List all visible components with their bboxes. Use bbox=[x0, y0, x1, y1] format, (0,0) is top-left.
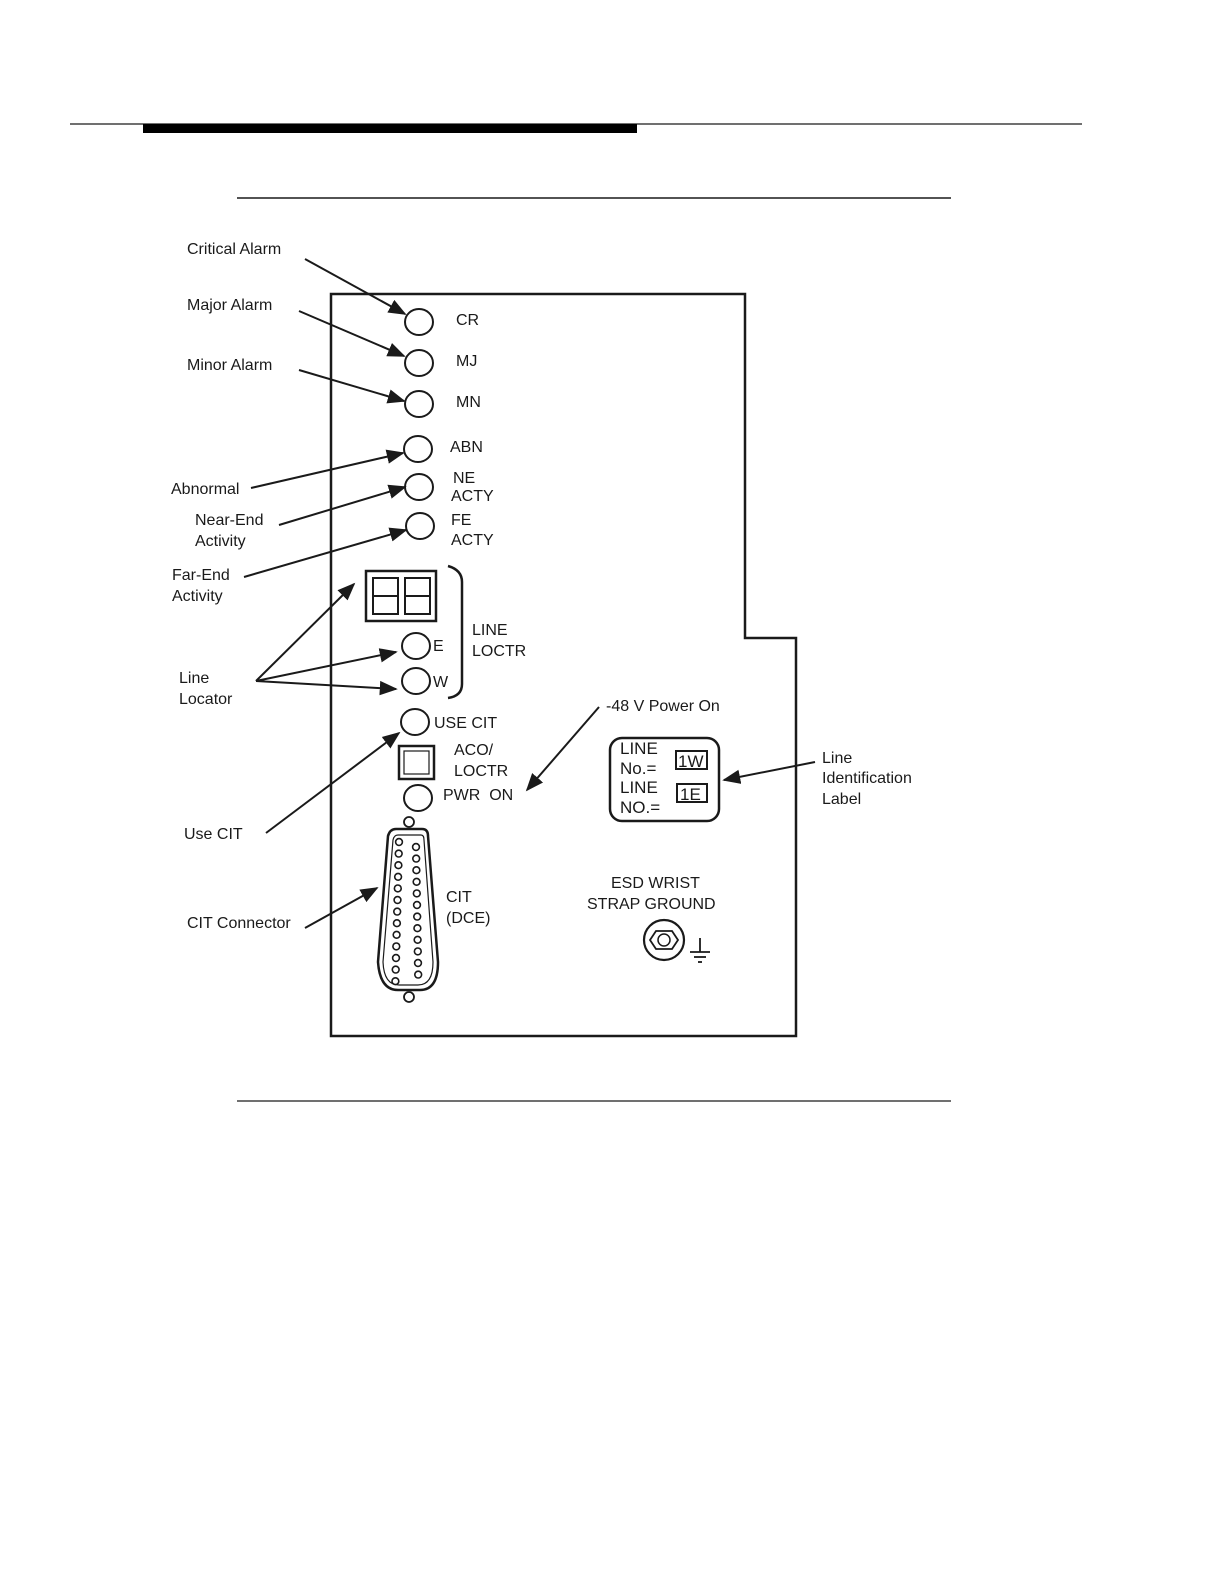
header-rule-thick bbox=[143, 124, 637, 133]
pwr-on-led-icon bbox=[404, 785, 432, 811]
fe-text-line1: FE bbox=[451, 512, 471, 529]
far-end-label-line1: Far-End bbox=[172, 567, 230, 584]
minor-alarm-label: Minor Alarm bbox=[187, 357, 272, 374]
w-text: W bbox=[433, 674, 449, 691]
line-id-arrow bbox=[724, 762, 815, 780]
line-loctr-text-line2: LOCTR bbox=[472, 643, 526, 660]
line-id-label-line3: Label bbox=[822, 791, 861, 808]
near-end-label-line2: Activity bbox=[195, 533, 246, 550]
use-cit-label: Use CIT bbox=[184, 826, 243, 843]
line-locator-arrow-e bbox=[256, 652, 396, 681]
near-end-label-line1: Near-End bbox=[195, 512, 263, 529]
critical-alarm-label: Critical Alarm bbox=[187, 241, 281, 258]
connector-pin bbox=[392, 966, 399, 973]
connector-pin bbox=[413, 890, 420, 897]
mn-text: MN bbox=[456, 394, 481, 411]
seven-segment-display-icon bbox=[366, 571, 436, 621]
cr-led-icon bbox=[405, 309, 433, 335]
use-cit-arrow bbox=[266, 733, 399, 833]
connector-pin bbox=[395, 862, 402, 869]
line-locator-arrow-display bbox=[256, 584, 354, 681]
cit-text-line1: CIT bbox=[446, 889, 472, 906]
connector-pin bbox=[414, 925, 421, 932]
use-cit-led-icon bbox=[401, 709, 429, 735]
connector-pin bbox=[413, 878, 420, 885]
line-label-line2: LINE bbox=[620, 778, 658, 797]
aco-loctr-button-icon bbox=[399, 746, 434, 779]
cit-connector-icon bbox=[378, 817, 438, 1002]
ne-acty-led-icon bbox=[405, 474, 433, 500]
abn-led-icon bbox=[404, 436, 432, 462]
abnormal-arrow bbox=[251, 453, 403, 488]
major-alarm-arrow bbox=[299, 311, 404, 356]
pwr-on-text: PWR ON bbox=[443, 787, 513, 804]
critical-alarm-arrow bbox=[305, 259, 405, 314]
mj-text: MJ bbox=[456, 353, 477, 370]
near-end-arrow bbox=[279, 487, 405, 525]
connector-pin bbox=[392, 978, 399, 985]
line-locator-arrow-w bbox=[256, 681, 396, 689]
line-id-label-line2: Identification bbox=[822, 770, 912, 787]
connector-pin bbox=[394, 920, 401, 927]
connector-pin bbox=[413, 844, 420, 851]
aco-text-line2: LOCTR bbox=[454, 763, 508, 780]
cit-text-line2: (DCE) bbox=[446, 910, 490, 927]
abn-text: ABN bbox=[450, 439, 483, 456]
esd-text-line2: STRAP GROUND bbox=[587, 896, 716, 913]
connector-pin bbox=[415, 971, 422, 978]
use-cit-text: USE CIT bbox=[434, 715, 497, 732]
connector-pin bbox=[414, 936, 421, 943]
line-label-line1: LINE bbox=[620, 739, 658, 758]
line-label-value2: 1E bbox=[680, 785, 701, 804]
connector-pin bbox=[394, 908, 401, 915]
esd-ground-jack-icon bbox=[644, 920, 684, 960]
connector-pin bbox=[395, 873, 402, 880]
cr-text: CR bbox=[456, 312, 479, 329]
mj-led-icon bbox=[405, 350, 433, 376]
ground-symbol-icon bbox=[690, 938, 710, 962]
line-locator-label-line1: Line bbox=[179, 670, 209, 687]
connector-pin bbox=[414, 913, 421, 920]
connector-pin bbox=[396, 839, 403, 846]
line-label-value1: 1W bbox=[678, 752, 704, 771]
ne-text-line2: ACTY bbox=[451, 488, 494, 505]
line-id-label-line1: Line bbox=[822, 750, 852, 767]
connector-pin bbox=[414, 902, 421, 909]
line-label-no2: NO.= bbox=[620, 798, 660, 817]
callout-arrows bbox=[244, 259, 815, 928]
connector-pin bbox=[413, 867, 420, 874]
cit-connector-arrow bbox=[305, 888, 377, 928]
connector-pin bbox=[395, 850, 402, 857]
mn-led-icon bbox=[405, 391, 433, 417]
e-text: E bbox=[433, 638, 444, 655]
line-loctr-bracket bbox=[448, 566, 462, 698]
abnormal-label: Abnormal bbox=[171, 481, 239, 498]
connector-pin bbox=[415, 960, 422, 967]
line-loctr-text-line1: LINE bbox=[472, 622, 508, 639]
fe-text-line2: ACTY bbox=[451, 532, 494, 549]
connector-pin bbox=[394, 897, 401, 904]
connector-pin bbox=[393, 955, 400, 962]
aco-text-line1: ACO/ bbox=[454, 742, 494, 759]
w-led-icon bbox=[402, 668, 430, 694]
cit-connector-label: CIT Connector bbox=[187, 915, 291, 932]
connector-pin bbox=[414, 948, 421, 955]
power-on-arrow bbox=[527, 707, 599, 790]
line-label-no1: No.= bbox=[620, 759, 656, 778]
ne-text-line1: NE bbox=[453, 470, 475, 487]
major-alarm-label: Major Alarm bbox=[187, 297, 272, 314]
connector-pin bbox=[413, 855, 420, 862]
line-locator-label-line2: Locator bbox=[179, 691, 233, 708]
connector-pin bbox=[394, 885, 401, 892]
fe-acty-led-icon bbox=[406, 513, 434, 539]
esd-text-line1: ESD WRIST bbox=[611, 875, 700, 892]
minor-alarm-arrow bbox=[299, 370, 404, 401]
power-on-label: -48 V Power On bbox=[606, 698, 720, 715]
e-led-icon bbox=[402, 633, 430, 659]
connector-pin bbox=[393, 943, 400, 950]
far-end-label-line2: Activity bbox=[172, 588, 223, 605]
connector-pin bbox=[393, 931, 400, 938]
